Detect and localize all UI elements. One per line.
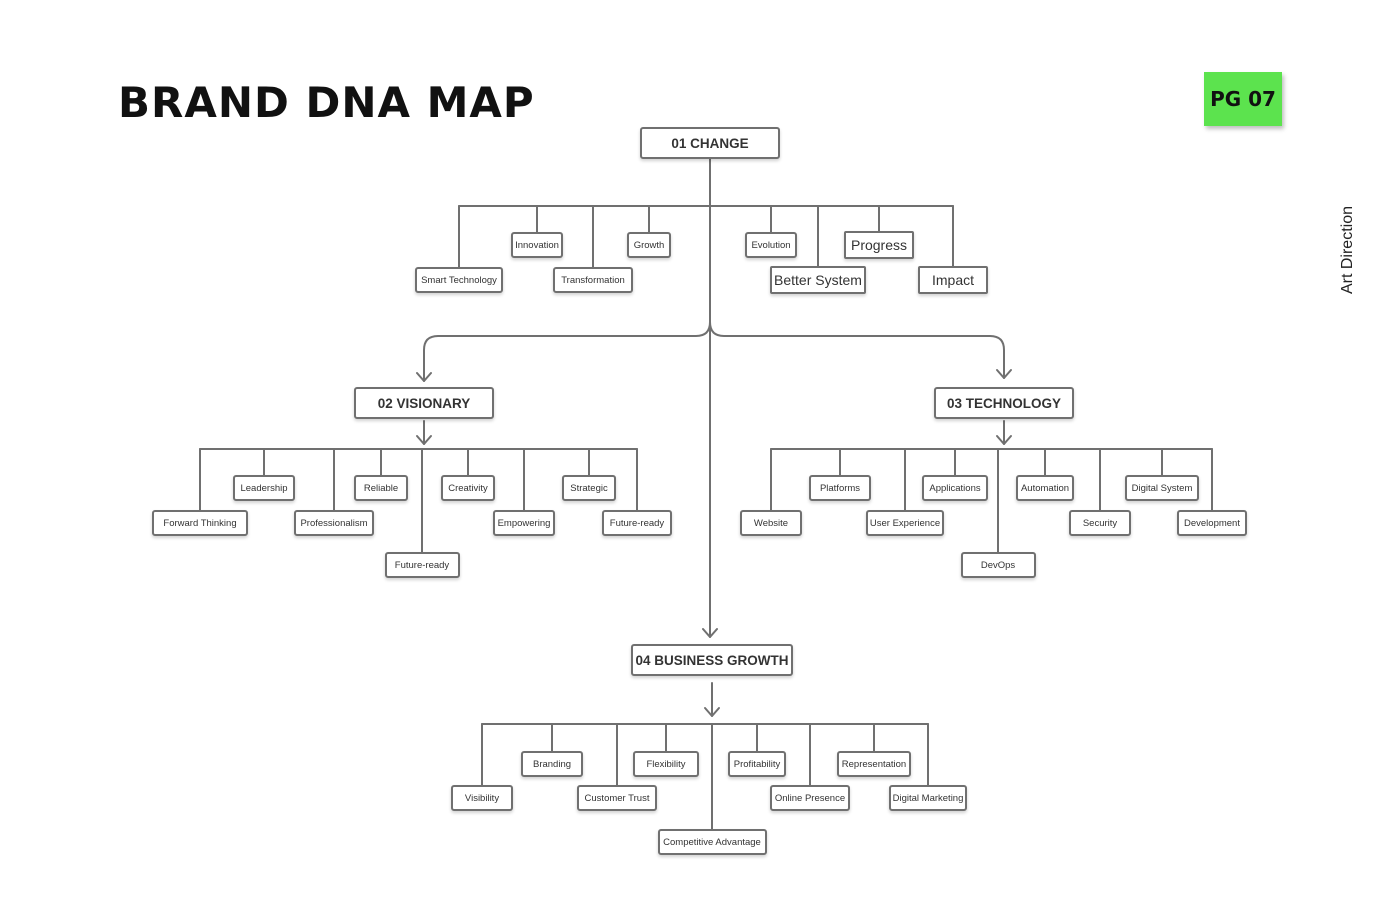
node-technology-platforms: Platforms [809, 475, 871, 501]
node-visionary-leadership: Leadership [233, 475, 295, 501]
node-01-change: 01 CHANGE [640, 127, 780, 159]
node-business-visibility: Visibility [451, 785, 513, 811]
node-02-visionary: 02 VISIONARY [354, 387, 494, 419]
node-change-evolution: Evolution [745, 232, 797, 258]
node-technology-digital-system: Digital System [1125, 475, 1199, 501]
node-technology-security: Security [1069, 510, 1131, 536]
node-change-growth: Growth [627, 232, 671, 258]
node-change-smart-technology: Smart Technology [415, 267, 503, 293]
page-number-badge: PG 07 [1204, 72, 1282, 126]
node-03-technology: 03 TECHNOLOGY [934, 387, 1074, 419]
node-visionary-future-ready: Future-ready [602, 510, 672, 536]
node-change-impact: Impact [918, 266, 988, 294]
node-business-online-presence: Online Presence [770, 785, 850, 811]
node-technology-user-experience: User Experience [866, 510, 944, 536]
node-visionary-empowering: Empowering [493, 510, 555, 536]
node-business-representation: Representation [837, 751, 911, 777]
node-change-progress: Progress [844, 231, 914, 259]
page-title: BRAND DNA MAP [118, 78, 535, 127]
node-business-customer-trust: Customer Trust [577, 785, 657, 811]
node-visionary-future-ready: Future-ready [384, 552, 460, 578]
node-change-innovation: Innovation [511, 232, 563, 258]
node-technology-applications: Applications [922, 475, 988, 501]
node-business-digital-marketing: Digital Marketing [889, 785, 967, 811]
node-business-flexibility: Flexibility [633, 751, 699, 777]
node-business-profitability: Profitability [728, 751, 786, 777]
node-technology-website: Website [740, 510, 802, 536]
node-technology-development: Development [1177, 510, 1247, 536]
node-visionary-strategic: Strategic [562, 475, 616, 501]
node-visionary-creativity: Creativity [441, 475, 495, 501]
node-visionary-reliable: Reliable [354, 475, 408, 501]
node-technology-automation: Automation [1016, 475, 1074, 501]
node-business-branding: Branding [521, 751, 583, 777]
node-visionary-forward-thinking: Forward Thinking [152, 510, 248, 536]
node-change-transformation: Transformation [553, 267, 633, 293]
node-visionary-professionalism: Professionalism [294, 510, 374, 536]
node-04-business-growth: 04 BUSINESS GROWTH [631, 644, 793, 676]
node-change-better-system: Better System [770, 266, 866, 294]
node-technology-devops: DevOps [960, 552, 1036, 578]
node-business-competitive-advantage: Competitive Advantage [657, 829, 767, 855]
